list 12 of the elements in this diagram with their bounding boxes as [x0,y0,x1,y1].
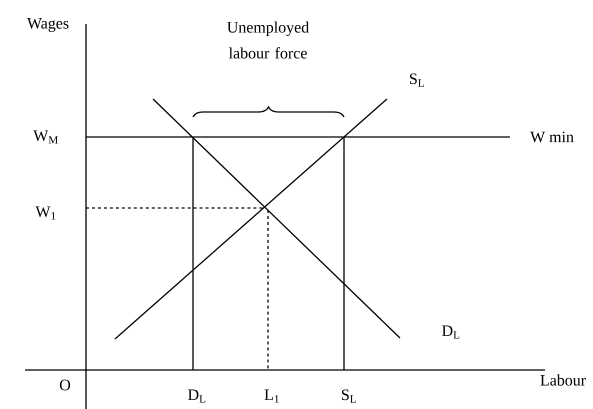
curve-label: S$_{L}$ [410,73,424,87]
quantity-label: D$_{L}$ [188,390,206,402]
axis-label: Wages [26,18,68,32]
quantity-label: L$_{1}$ [264,390,279,402]
curve-label: D$_{L}$ [442,326,460,338]
quantity-label: S$_{L}$ [342,389,356,403]
wage-label: W$_{M}$ [33,130,58,144]
origin-label: O [60,380,70,390]
axis-label: Labour [540,374,586,386]
wage-label: W$_{1}$ [35,206,56,220]
line-label: W min [530,132,574,142]
bracket-label: Unemployed labour force [227,21,309,59]
